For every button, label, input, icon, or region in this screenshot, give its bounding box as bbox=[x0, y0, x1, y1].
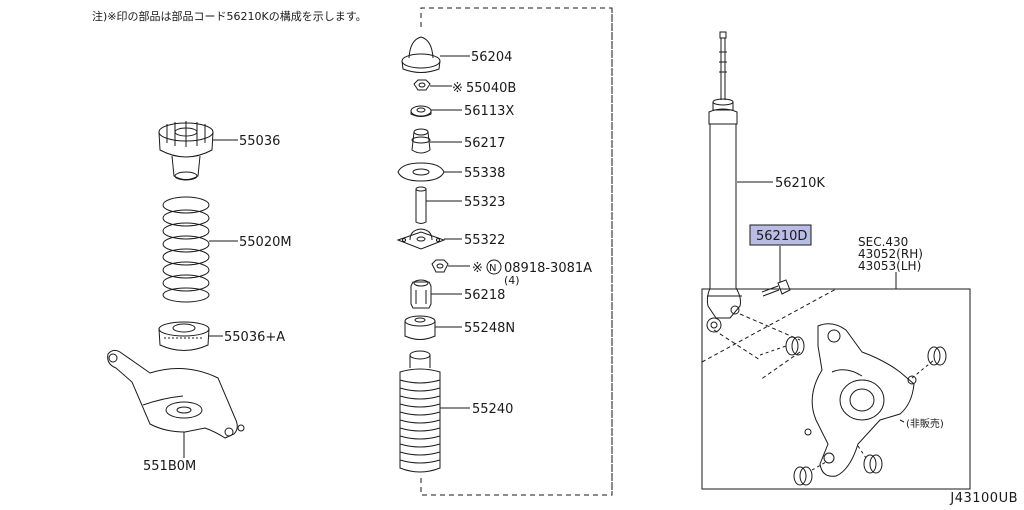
knuckle-bushings[interactable] bbox=[785, 336, 947, 486]
insulator-lower-drawing[interactable] bbox=[158, 321, 210, 351]
leader-not-sold bbox=[899, 419, 905, 423]
label-55323[interactable]: 55323 bbox=[464, 195, 505, 210]
bushing-56217-drawing[interactable] bbox=[411, 128, 431, 154]
label-43052-rh: 43052(RH) bbox=[858, 247, 923, 261]
label-56113x[interactable]: 56113X bbox=[464, 104, 514, 119]
kit-frame-dashed bbox=[420, 7, 613, 496]
circled-n-mark bbox=[486, 259, 502, 275]
section-430-box bbox=[701, 288, 971, 490]
nut-55040b-drawing[interactable] bbox=[413, 79, 431, 91]
knuckle-drawing[interactable] bbox=[804, 323, 917, 477]
star-mark-55040b: ※ bbox=[452, 81, 463, 96]
mount-cap-drawing[interactable] bbox=[401, 36, 441, 73]
label-not-sold: (非販売) bbox=[906, 417, 944, 430]
label-55036[interactable]: 55036 bbox=[239, 134, 280, 149]
label-56204[interactable]: 56204 bbox=[471, 50, 512, 65]
label-56210d[interactable]: 56210D bbox=[756, 229, 807, 244]
coil-spring-drawing[interactable] bbox=[162, 196, 210, 303]
label-55020m[interactable]: 55020M bbox=[239, 235, 292, 250]
label-56210k[interactable]: 56210K bbox=[775, 176, 825, 191]
gasket-drawing[interactable] bbox=[397, 162, 445, 182]
parts-code-note: 注)※印の部品は部品コード56210Kの構成を示します。 bbox=[92, 10, 367, 23]
bound-bumper-drawing[interactable] bbox=[404, 315, 436, 340]
spacer-drawing[interactable] bbox=[415, 186, 427, 224]
circled-n-letter: N bbox=[489, 263, 496, 274]
label-55240[interactable]: 55240 bbox=[472, 402, 513, 417]
label-55036a[interactable]: 55036+A bbox=[224, 330, 285, 345]
label-56217[interactable]: 56217 bbox=[464, 136, 505, 151]
bolt-drawing[interactable] bbox=[761, 279, 791, 297]
insulator-55036-drawing[interactable] bbox=[158, 121, 214, 181]
label-56218[interactable]: 56218 bbox=[464, 288, 505, 303]
star-mark-08918: ※ bbox=[472, 261, 483, 276]
label-551b0m[interactable]: 551B0M bbox=[143, 459, 196, 474]
label-sec430[interactable]: SEC.430 bbox=[858, 235, 908, 249]
label-43053-lh: 43053(LH) bbox=[858, 259, 921, 273]
label-08918-qty: (4) bbox=[504, 274, 520, 287]
label-08918[interactable]: 08918-3081A bbox=[504, 261, 592, 276]
shock-dashed-link bbox=[713, 313, 801, 381]
shock-absorber-drawing[interactable] bbox=[706, 31, 742, 333]
dust-boot-drawing[interactable] bbox=[399, 350, 441, 473]
bracket-drawing[interactable] bbox=[396, 228, 446, 250]
label-55322[interactable]: 55322 bbox=[464, 233, 505, 248]
bushing-56218-drawing[interactable] bbox=[410, 279, 432, 309]
catalog-number: J43100UB bbox=[950, 491, 1018, 506]
label-55040b[interactable]: 55040B bbox=[466, 81, 516, 96]
lower-link-drawing[interactable] bbox=[107, 349, 245, 439]
nut-08918-drawing[interactable] bbox=[431, 259, 449, 273]
label-55338[interactable]: 55338 bbox=[464, 166, 505, 181]
washer-drawing[interactable] bbox=[410, 105, 432, 117]
highlight-56210d bbox=[749, 224, 812, 246]
label-55248n[interactable]: 55248N bbox=[464, 321, 515, 336]
